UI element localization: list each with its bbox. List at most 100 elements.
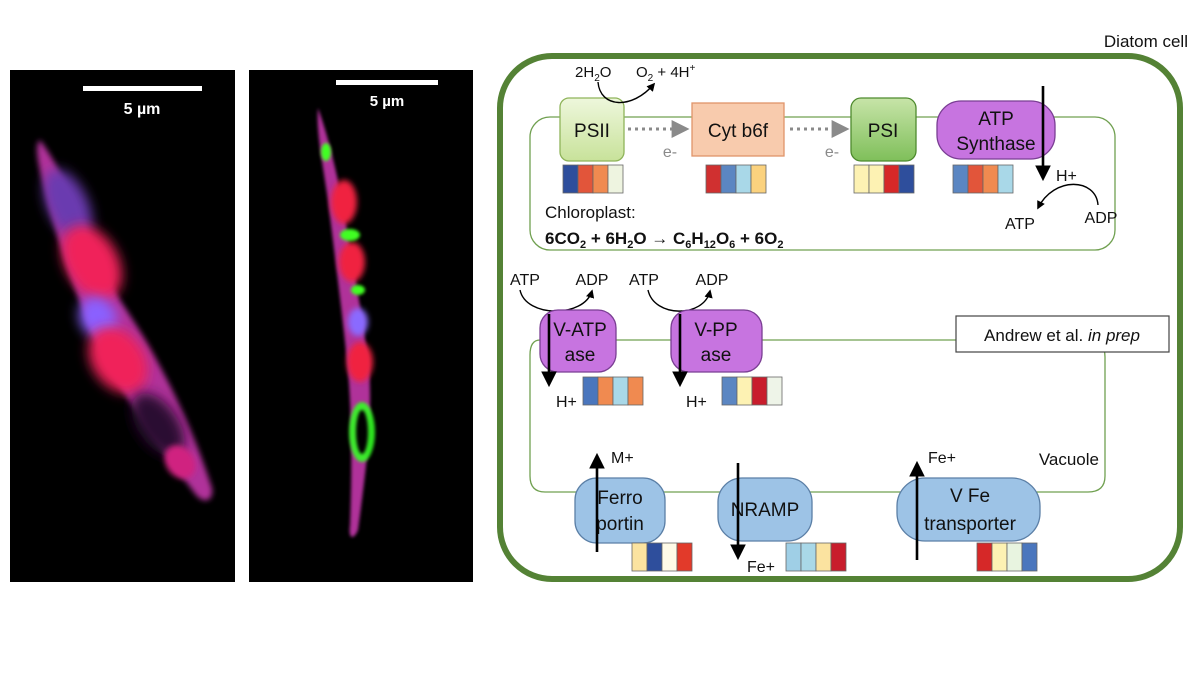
- atp-synthase-label-1: ATP: [978, 109, 1014, 130]
- psii-heatmap-cell: [592, 164, 609, 194]
- oxygen-label: O2 + 4H+: [636, 63, 696, 84]
- cytb6f-heatmap: [705, 164, 767, 194]
- scale-bar-right: [336, 80, 438, 85]
- cytb6f-heatmap-cell: [750, 164, 767, 194]
- cell-label: Diatom cell: [1104, 32, 1188, 51]
- nramp-heatmap-cell: [815, 542, 832, 572]
- v-ppase-heatmap-cell: [766, 376, 783, 406]
- psii-box: [559, 97, 625, 162]
- scale-label-left: 5 µm: [124, 101, 161, 118]
- atp-synthase-heatmap-cell: [997, 164, 1014, 194]
- photosynthesis-equation: 6CO2 + 6H2O → C6H12O6 + 6O2: [545, 229, 783, 251]
- cytb6f-label: Cyt b6f: [708, 121, 769, 142]
- atp-synthase-heatmap-cell: [967, 164, 984, 194]
- nramp-label: NRAMP: [731, 500, 800, 521]
- atp-synthase-heatmap-cell: [982, 164, 999, 194]
- psi-heatmap-cell: [898, 164, 915, 194]
- vacuole-membrane: [529, 339, 1106, 493]
- psi-heatmap: [853, 164, 915, 194]
- psi-box: [850, 97, 917, 162]
- atp-synthase-adp-label: ADP: [1085, 210, 1118, 227]
- micrograph-right: 5 µm: [249, 70, 473, 582]
- cell-membrane: [497, 53, 1183, 582]
- ferroportin-label-1: Ferro: [597, 488, 642, 509]
- v-atpase-h-label: H+: [556, 394, 577, 411]
- psi-label: PSI: [868, 121, 899, 142]
- ferroportin-m-label: M+: [611, 450, 634, 467]
- atp-synthase-heatmap-cell: [952, 164, 969, 194]
- v-fe-transporter-heatmap: [976, 542, 1038, 572]
- v-atpase-label-2: ase: [565, 345, 596, 366]
- v-ppase-label-1: V-PP: [694, 320, 737, 341]
- v-ppase-adp-label: ADP: [696, 272, 729, 289]
- psi-heatmap-cell: [853, 164, 870, 194]
- v-fe-transporter-box: [896, 477, 1041, 542]
- atp-synthase-label-2: Synthase: [956, 134, 1035, 155]
- cytb6f-heatmap-cell: [720, 164, 737, 194]
- v-atpase-heatmap-cell: [582, 376, 599, 406]
- citation-box: [955, 315, 1170, 353]
- ferroportin-heatmap-cell: [631, 542, 648, 572]
- chloroplast-membrane: [529, 116, 1116, 251]
- electron-label-1: e-: [663, 144, 677, 161]
- nramp-heatmap-cell: [785, 542, 802, 572]
- cytb6f-box: [691, 102, 785, 157]
- psi-heatmap-cell: [883, 164, 900, 194]
- water-label: 2H2O: [575, 64, 611, 84]
- v-fe-transporter-label-2: transporter: [924, 514, 1017, 535]
- atp-synthase-heatmap: [952, 164, 1014, 194]
- psi-heatmap-cell: [868, 164, 885, 194]
- v-ppase-heatmap: [721, 376, 783, 406]
- v-ppase-hydrolysis-arrow: [647, 289, 713, 312]
- atp-synthase-h-label: H+: [1056, 168, 1077, 185]
- psii-label: PSII: [574, 121, 610, 142]
- v-atpase-heatmap-cell: [627, 376, 644, 406]
- diatom-left-cell: [37, 140, 213, 501]
- nramp-heatmap: [785, 542, 847, 572]
- v-atpase-atp-label: ATP: [510, 272, 540, 289]
- micrograph-left: 5 µm: [10, 70, 235, 582]
- citation-text: Andrew et al. in prep: [984, 326, 1140, 345]
- v-fe-transporter-heatmap-cell: [1006, 542, 1023, 572]
- atp-synthase-adp-atp-arrow: [1037, 183, 1099, 210]
- ferroportin-heatmap: [631, 542, 693, 572]
- v-atpase-box: [539, 309, 617, 373]
- diatom-diagram: Diatom cell PSII 2H2O O2 + 4H+ e- e- Cyt…: [497, 32, 1188, 582]
- nramp-fe-label: Fe+: [747, 559, 775, 576]
- v-ppase-atp-label: ATP: [629, 272, 659, 289]
- psii-heatmap: [562, 164, 624, 194]
- water-split-arrow: [597, 81, 656, 104]
- ferroportin-heatmap-cell: [661, 542, 678, 572]
- nramp-heatmap-cell: [800, 542, 817, 572]
- v-atpase-heatmap-cell: [597, 376, 614, 406]
- v-ppase-heatmap-cell: [721, 376, 738, 406]
- v-ppase-label-2: ase: [701, 345, 732, 366]
- v-ppase-box: [670, 309, 763, 373]
- v-ppase-heatmap-cell: [736, 376, 753, 406]
- v-atpase-label-1: V-ATP: [553, 320, 607, 341]
- v-fe-transporter-label-1: V Fe: [950, 486, 990, 507]
- psii-heatmap-cell: [562, 164, 579, 194]
- ferroportin-heatmap-cell: [676, 542, 693, 572]
- diatom-right-cell: [317, 108, 375, 537]
- v-fe-transporter-heatmap-cell: [991, 542, 1008, 572]
- scale-label-right: 5 µm: [370, 93, 405, 110]
- v-ppase-h-label: H+: [686, 394, 707, 411]
- vacuole-label: Vacuole: [1039, 450, 1099, 469]
- cytb6f-heatmap-cell: [705, 164, 722, 194]
- cytb6f-heatmap-cell: [735, 164, 752, 194]
- electron-label-2: e-: [825, 144, 839, 161]
- chloroplast-label: Chloroplast:: [545, 203, 636, 222]
- v-fe-transporter-heatmap-cell: [976, 542, 993, 572]
- v-fe-fe-label: Fe+: [928, 450, 956, 467]
- v-ppase-heatmap-cell: [751, 376, 768, 406]
- v-atpase-hydrolysis-arrow: [519, 289, 595, 312]
- ferroportin-heatmap-cell: [646, 542, 663, 572]
- atp-synthase-atp-label: ATP: [1005, 216, 1035, 233]
- nramp-box: [717, 477, 813, 542]
- psii-heatmap-cell: [607, 164, 624, 194]
- scale-bar-left: [83, 86, 202, 91]
- v-fe-transporter-heatmap-cell: [1021, 542, 1038, 572]
